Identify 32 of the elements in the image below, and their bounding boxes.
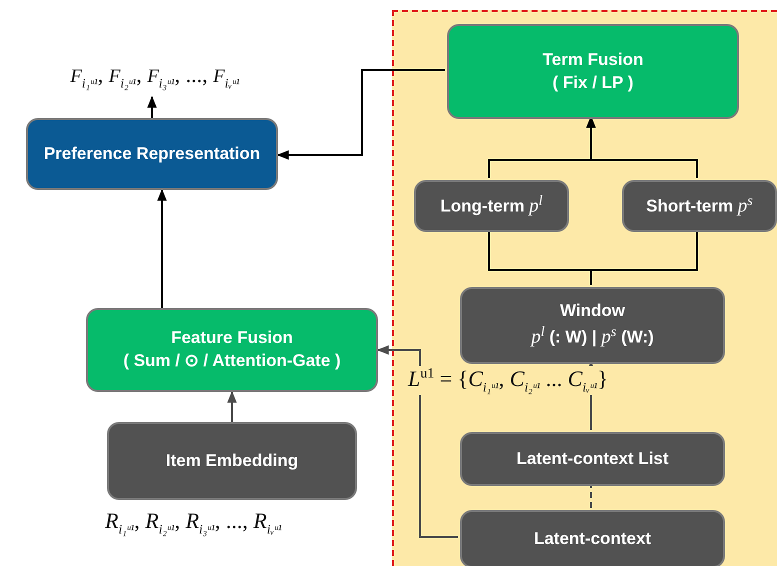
box-label: ( Sum / ⊙ / Attention-Gate ) <box>123 350 341 372</box>
formula-text: R$_{i₁ᵘ¹}$, R$_{i₂ᵘ¹}$, R$_{i₃ᵘ¹}$, ..., R$_{iᵥᵘ¹}$ <box>105 508 282 538</box>
arrow <box>376 345 458 538</box>
edge-label: L$^{u1}$ = {C$_{i₁ᵘ¹}$, C$_{i₂ᵘ¹}$ ... C$_{iᵥᵘ¹}$} <box>408 366 608 396</box>
box-label: Term Fusion <box>542 48 644 71</box>
arrow <box>227 390 237 422</box>
process-box <box>26 118 278 190</box>
process-box <box>460 432 725 486</box>
process-box <box>447 24 739 119</box>
arrow <box>276 69 445 160</box>
box-label: Long-term p$^{l}$ <box>440 192 543 219</box>
dashed-panel <box>392 10 777 566</box>
process-box <box>86 308 378 392</box>
connector-line <box>590 230 698 285</box>
formula-text: F$_{i₁ᵘ¹}$, F$_{i₂ᵘ¹}$, F$_{i₃ᵘ¹}$, ..., F$_{iᵥᵘ¹}$ <box>20 52 290 97</box>
process-box <box>460 510 725 566</box>
process-box <box>414 180 569 232</box>
box-label: Short-term p$^{s}$ <box>646 192 753 219</box>
process-box <box>107 422 357 500</box>
box-label: Feature Fusion <box>171 327 293 350</box>
box-label: Latent-context <box>534 528 652 550</box>
box-label: Window <box>560 300 625 322</box>
box-label: ( Fix / LP ) <box>552 72 634 94</box>
arrow <box>147 96 157 118</box>
arrow <box>157 188 167 308</box>
box-label: Preference Representation <box>44 142 260 165</box>
box-label: Item Embedding <box>166 450 298 472</box>
dashed-connector <box>590 484 592 508</box>
box-label: Latent-context List <box>516 448 669 470</box>
process-box <box>622 180 777 232</box>
box-label: p$^{l}$ (: W) | p$^{s}$ (W:) <box>531 323 654 350</box>
process-box <box>460 287 725 364</box>
